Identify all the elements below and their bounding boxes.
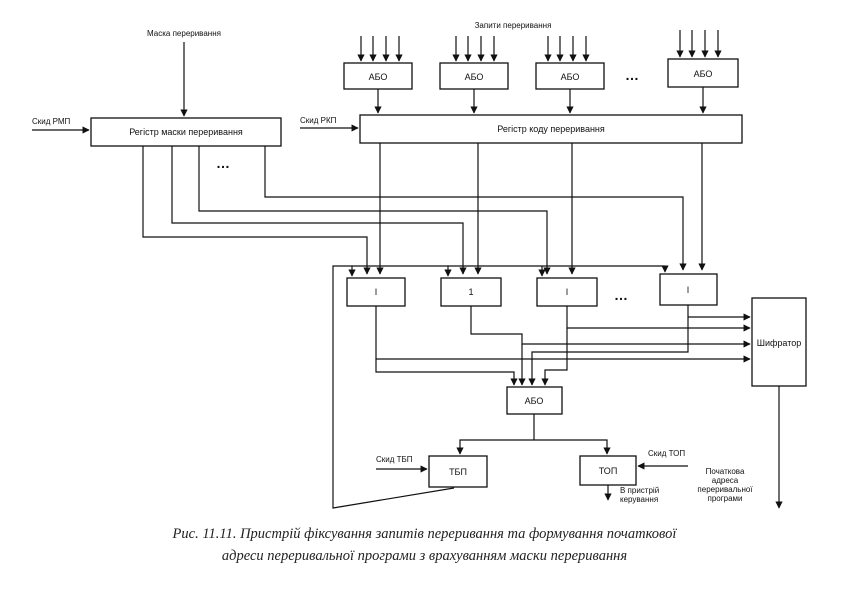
and-gate-1: [346, 277, 406, 307]
tbp-trigger: [428, 455, 488, 488]
start-address-label-1: Початкова: [706, 467, 745, 476]
reset-tbp-label: Скид ТБП: [376, 455, 413, 464]
reset-top-label: Скид ТОП: [648, 449, 685, 458]
start-address-label-3: переривальної: [697, 485, 753, 494]
or-to-register-wires: [374, 87, 707, 114]
and-gate-2: [440, 277, 502, 307]
reset-rkp-label: Скид РКП: [300, 116, 337, 125]
top-trigger-label: ТОП: [599, 466, 618, 476]
figure-caption-line-1: Рис. 11.11. Пристрій фіксування запитів …: [172, 526, 677, 542]
mask-register: [90, 117, 282, 147]
or-gate-1-label: АБО: [369, 72, 388, 82]
to-control-label-1: В пристрій: [620, 486, 659, 495]
and-to-or-wires: [375, 317, 689, 386]
mask-register-label: Регістр маски переривання: [129, 127, 243, 137]
or-to-triggers-wires: [456, 414, 611, 455]
or-gate-main-label: АБО: [525, 396, 544, 406]
or-gate-3: [535, 62, 605, 90]
to-control-label-2: керування: [620, 495, 658, 504]
code-register-label: Регістр коду переривання: [497, 124, 605, 134]
code-register: [359, 114, 743, 144]
mask-outputs-ellipsis: …: [216, 155, 230, 171]
or-gate-2-label: АБО: [465, 72, 484, 82]
or-gates-ellipsis: …: [625, 67, 639, 83]
and-gate-1-label: І: [375, 287, 378, 297]
mask-to-and-wires: [142, 146, 687, 275]
and-gate-2-label: 1: [468, 287, 473, 297]
and-gate-4-label: І: [687, 285, 690, 295]
code-to-and-wires: [376, 143, 706, 275]
or-gate-4: [667, 58, 739, 88]
mask-input-label: Маска переривання: [147, 29, 221, 38]
requests-label: Запити переривання: [475, 21, 552, 30]
and-gate-3: [536, 277, 598, 307]
tbp-enable-wires: [332, 265, 669, 509]
and-to-encoder-wires: [375, 305, 751, 363]
or-gate-4-label: АБО: [694, 69, 713, 79]
or-gate-2: [439, 62, 509, 90]
tbp-trigger-label: ТБП: [449, 467, 467, 477]
encoder-label: Шифратор: [757, 338, 802, 348]
start-address-label-2: адреса: [712, 476, 739, 485]
request-input-arrows: [357, 30, 722, 62]
or-gate-3-label: АБО: [561, 72, 580, 82]
and-gate-3-label: І: [566, 287, 569, 297]
and-gates-ellipsis: …: [614, 287, 628, 303]
figure-caption-line-2: адреси переривальної програми з врахуван…: [221, 548, 628, 564]
reset-rmp-label: Скид РМП: [32, 117, 71, 126]
start-address-label-4: програми: [707, 494, 742, 503]
